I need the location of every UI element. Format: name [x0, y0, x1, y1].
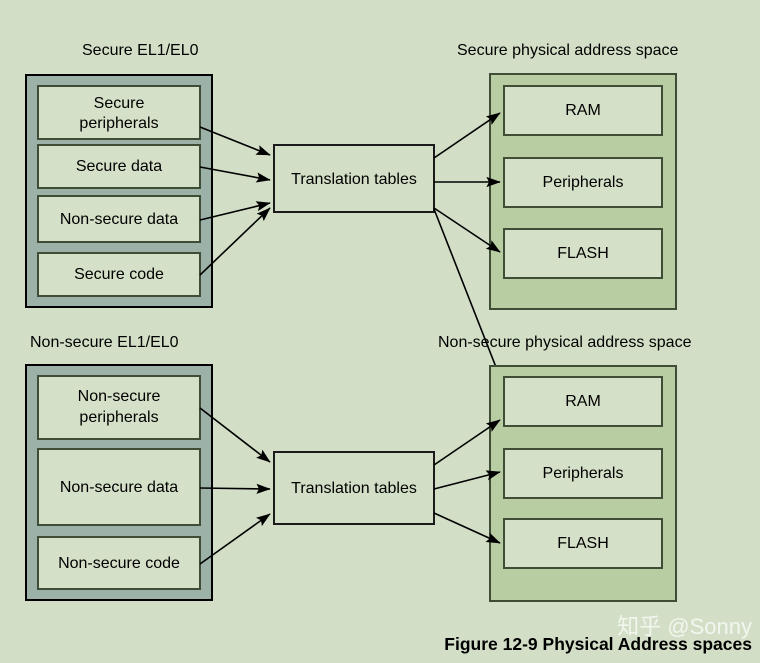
nonsecure-region-flash[interactable]: FLASH [503, 518, 663, 569]
secure-region-flash[interactable]: FLASH [503, 228, 663, 279]
figure-caption: Figure 12-9 Physical Address spaces [444, 634, 752, 654]
nonsecure-item-non-secure-data[interactable]: Non-secure data [37, 448, 201, 526]
nonsecure-region-label: FLASH [557, 535, 609, 552]
arrow-secure-code-to-tt [199, 207, 271, 276]
secure-item-secure-peripherals[interactable]: Secure peripherals [37, 85, 201, 140]
arrow-secure-tt-to-nonsecure-ram [433, 208, 504, 386]
nonsecure-item-label-line2: peripherals [79, 409, 158, 426]
secure-translation-tables-label: Translation tables [291, 171, 417, 188]
secure-region-peripherals[interactable]: Peripherals [503, 157, 663, 208]
arrow-nonsecure-tt-to-flash [433, 512, 501, 544]
secure-region-label: Peripherals [543, 174, 624, 191]
arrow-non-secure-data-to-tt [199, 201, 271, 221]
secure-item-secure-code[interactable]: Secure code [37, 252, 201, 297]
arrow-secure-tt-to-flash [433, 207, 501, 253]
nonsecure-region-peripherals[interactable]: Peripherals [503, 448, 663, 499]
watermark: 知乎 @Sonny [617, 614, 752, 639]
nonsecure-item-non-secure-code[interactable]: Non-secure code [37, 536, 201, 590]
secure-world-label: Secure EL1/EL0 [82, 42, 199, 59]
secure-item-label-line2: peripherals [79, 115, 158, 132]
nonsecure-item-label-line1: Non-secure [78, 388, 161, 405]
secure-item-label: Secure data [76, 158, 162, 175]
arrow-nonsecure-data-to-tt [199, 483, 271, 494]
arrow-secure-tt-to-ram [433, 112, 501, 159]
nonsecure-region-label: Peripherals [543, 465, 624, 482]
secure-address-space-label: Secure physical address space [457, 42, 679, 59]
secure-region-label: RAM [565, 102, 601, 119]
secure-item-label-line1: Secure [94, 95, 145, 112]
nonsecure-translation-tables[interactable]: Translation tables [273, 451, 435, 525]
secure-translation-tables[interactable]: Translation tables [273, 144, 435, 213]
nonsecure-translation-tables-label: Translation tables [291, 480, 417, 497]
secure-item-label: Non-secure data [60, 211, 178, 228]
nonsecure-region-label: RAM [565, 393, 601, 410]
nonsecure-world-label: Non-secure EL1/EL0 [30, 334, 179, 351]
arrow-nonsecure-peripherals-to-tt [199, 407, 271, 463]
secure-region-label: FLASH [557, 245, 609, 262]
secure-item-secure-data[interactable]: Secure data [37, 144, 201, 189]
nonsecure-item-label: Non-secure code [58, 555, 180, 572]
secure-item-non-secure-data[interactable]: Non-secure data [37, 195, 201, 243]
arrow-secure-peripherals-to-tt [199, 126, 271, 156]
arrow-nonsecure-tt-to-peripherals [433, 470, 501, 490]
secure-region-ram[interactable]: RAM [503, 85, 663, 136]
nonsecure-address-space-label: Non-secure physical address space [438, 334, 692, 351]
nonsecure-item-non-secure-peripherals[interactable]: Non-secure peripherals [37, 375, 201, 440]
secure-item-label: Secure code [74, 266, 164, 283]
nonsecure-region-ram[interactable]: RAM [503, 376, 663, 427]
arrow-nonsecure-code-to-tt [199, 513, 271, 565]
arrow-secure-data-to-tt [199, 166, 271, 183]
nonsecure-item-label: Non-secure data [60, 479, 178, 496]
arrow-nonsecure-tt-to-ram [433, 419, 501, 466]
